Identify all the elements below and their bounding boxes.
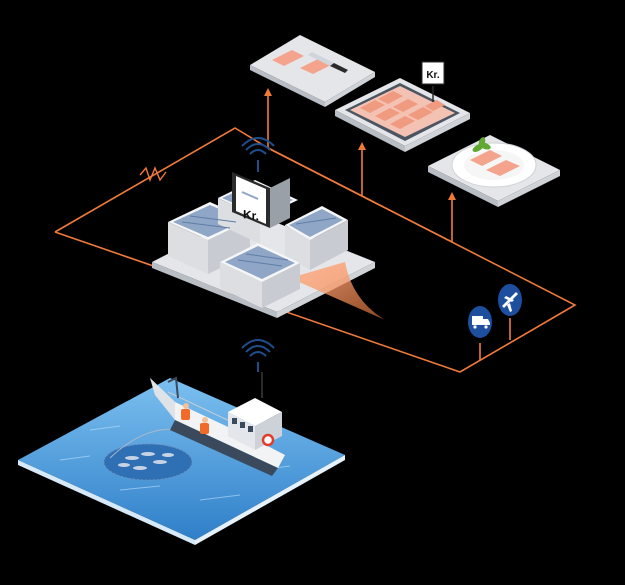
crate-sign-label: Kr. [243, 207, 259, 223]
airplane-sign[interactable] [498, 284, 522, 316]
truck-sign[interactable] [468, 306, 492, 338]
life-ring-icon [263, 435, 273, 445]
flow-branch-line [362, 196, 452, 242]
wifi-signal-icon [242, 340, 274, 372]
tray-sign-label: Kr. [426, 70, 440, 81]
wifi-signal-icon [242, 138, 274, 172]
plate-platform [428, 135, 560, 207]
